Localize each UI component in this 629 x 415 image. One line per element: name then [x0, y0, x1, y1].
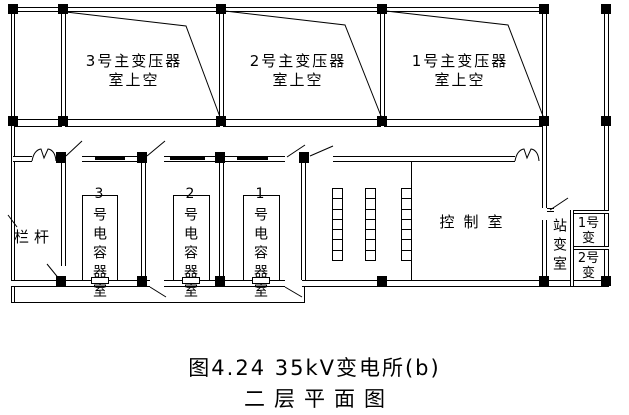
column: [58, 116, 68, 126]
window-capacitor-room-2: [170, 156, 205, 160]
wall-caproom3-right: [141, 163, 146, 280]
panel-cell: [402, 199, 411, 210]
capacitor-room-3-label: 3号电容器室: [91, 186, 107, 302]
panel-cell: [333, 220, 342, 231]
panel-cell: [402, 240, 411, 251]
column: [539, 4, 549, 14]
station-box-top: [570, 210, 609, 214]
wall-caproom3-left: [61, 163, 66, 266]
panel-cell: [402, 210, 411, 220]
wall-grid-e: [542, 7, 547, 156]
capacitor-bank-1: [243, 195, 280, 281]
door-leaf-capacitor-3: [65, 140, 83, 157]
wall-grid-b: [61, 7, 66, 127]
door-jamb-station: [547, 208, 554, 212]
column: [216, 116, 226, 126]
opening-symbol-control: [514, 148, 540, 162]
transformer-room-3-line1: 3号主变压器: [85, 52, 183, 70]
figure-caption-line1: 图4.24 35kV变电所(b): [188, 356, 441, 380]
panel-cell: [366, 220, 375, 231]
balcony-strip: [11, 286, 305, 303]
column: [601, 276, 611, 286]
control-panel-row-2: [365, 188, 376, 261]
capacitor-bank-2-base: [182, 277, 200, 284]
column: [216, 4, 226, 14]
capacitor-room-1-label: 1号电容器室: [252, 186, 268, 302]
column: [56, 276, 66, 286]
panel-cell: [333, 199, 342, 210]
door-leaf-control-room: [309, 145, 334, 157]
column: [601, 116, 611, 126]
transformer-room-2-line1: 2号主变压器: [249, 52, 347, 70]
wall-station-lower: [542, 220, 547, 280]
transformer-room-1-label: 1号主变压器 室上空: [380, 52, 540, 90]
column: [377, 276, 387, 286]
wall-station-upper: [542, 156, 547, 208]
station-box-divider: [570, 246, 609, 250]
panel-cell: [333, 251, 342, 260]
transformer-room-2-line2: 室上空: [272, 71, 324, 89]
panel-cell: [366, 199, 375, 210]
control-room-label: 控制室: [439, 213, 512, 231]
door-leaf-capacitor-2: [146, 140, 166, 157]
column: [8, 116, 18, 126]
opening-symbol-left: [31, 148, 57, 162]
transformer-room-3-line2: 室上空: [108, 71, 160, 89]
column: [137, 152, 147, 163]
capacitor-bank-1-base: [252, 277, 270, 284]
panel-cell: [402, 220, 411, 231]
column: [215, 276, 225, 286]
column: [539, 116, 549, 126]
wall-topband-bottom: [11, 119, 547, 127]
panel-cell: [333, 230, 342, 241]
wall-left: [11, 7, 15, 303]
window-capacitor-room-1: [237, 156, 268, 160]
railing-label: 栏杆: [14, 228, 55, 246]
transformer-room-2-label: 2号主变压器 室上空: [218, 52, 378, 90]
control-panel-row-3: [401, 188, 412, 261]
panel-cell: [366, 251, 375, 260]
wall-caproom1-right: [301, 163, 306, 280]
figure-caption-line2: 二层平面图: [244, 387, 394, 411]
capacitor-bank-3-base: [91, 277, 109, 284]
station-transformer-2-label: 2号变: [577, 251, 600, 281]
transformer-room-1-line2: 室上空: [434, 71, 486, 89]
capacitor-room-2-label: 2号电容器室: [182, 186, 198, 302]
column: [215, 152, 225, 163]
panel-cell: [366, 210, 375, 220]
wall-right: [604, 7, 609, 287]
wall-caproom2-right: [219, 163, 224, 280]
wall-mid-bottom-c: [302, 280, 609, 287]
column: [299, 152, 309, 163]
panel-cell: [402, 230, 411, 241]
panel-cell: [402, 251, 411, 260]
panel-cell: [402, 189, 411, 200]
panel-cell: [333, 240, 342, 251]
panel-cell: [333, 189, 342, 200]
wall-top: [11, 7, 547, 12]
column: [601, 4, 611, 14]
transformer-room-1-line1: 1号主变压器: [411, 52, 509, 70]
station-room-label: 站变室: [551, 218, 567, 275]
column: [8, 4, 18, 14]
panel-cell: [366, 240, 375, 251]
wall-mid-top-d: [333, 156, 515, 162]
panel-cell: [333, 210, 342, 220]
control-panel-row-1: [332, 188, 343, 261]
window-capacitor-room-3: [95, 156, 125, 160]
station-box-left: [570, 210, 574, 286]
column: [58, 4, 68, 14]
panel-cell: [366, 189, 375, 200]
column: [56, 152, 66, 163]
transformer-room-3-label: 3号主变压器 室上空: [54, 52, 214, 90]
panel-cell: [366, 230, 375, 241]
column: [137, 276, 147, 286]
wall-mid-top-a: [13, 156, 32, 162]
capacitor-bank-3: [82, 195, 118, 281]
column: [539, 276, 549, 286]
column: [377, 116, 387, 126]
column: [377, 4, 387, 14]
station-transformer-1-label: 1号变: [577, 216, 600, 246]
wall-mid-bottom-a: [11, 280, 150, 287]
